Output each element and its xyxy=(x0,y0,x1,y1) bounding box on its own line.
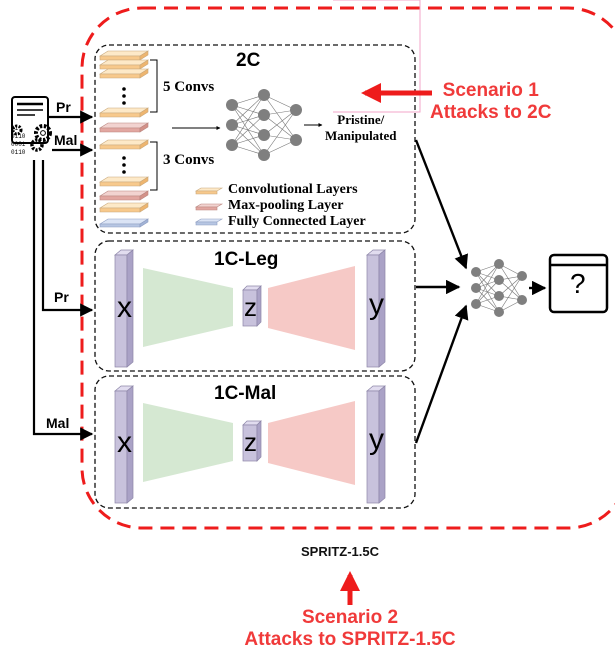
box-1c-mal-title: 1C-Mal xyxy=(214,383,277,404)
binary-line: 0110 xyxy=(11,149,26,156)
binary-line: 0001 xyxy=(11,141,26,148)
conv-stack-top xyxy=(98,50,150,133)
box-1c-leg xyxy=(94,240,416,372)
autoencoder-mal xyxy=(114,385,386,504)
scenario1-label: Scenario 1 Attacks to 2C xyxy=(430,80,551,124)
leg-y-label: y xyxy=(369,288,384,321)
legend-maxpool-label: Max-pooling Layer xyxy=(228,198,344,213)
scenario1-line: Scenario 1 xyxy=(442,80,539,101)
conv-group-2-label: 3 Convs xyxy=(163,152,215,168)
legend-fc-label: Fully Connected Layer xyxy=(228,214,366,229)
classifier-output-label: Pristine/ Manipulated xyxy=(325,112,397,144)
highlight-guide xyxy=(333,0,421,113)
output-line: Pristine/ xyxy=(337,112,385,127)
legend-conv-label: Convolutional Layers xyxy=(228,182,358,197)
binary-line: 01 xyxy=(11,125,19,132)
box-2c xyxy=(94,44,416,234)
legend-swatch-conv xyxy=(194,187,224,195)
mal-x-label: x xyxy=(117,426,132,459)
classifier-network-2c xyxy=(226,89,302,161)
legend-swatch-maxpool xyxy=(194,203,224,211)
ensemble-network xyxy=(471,259,527,317)
binary-code-text: 01 0110 0001 0110 xyxy=(11,125,25,157)
output-window-icon xyxy=(548,253,609,314)
scenario2-label: Scenario 2 Attacks to SPRITZ-1.5C xyxy=(205,607,495,651)
scenario2-line: Scenario 2 xyxy=(301,607,399,628)
scenario2-line: Attacks to SPRITZ-1.5C xyxy=(244,629,456,650)
conv-group-1-label: 5 Convs xyxy=(163,79,215,95)
leg-z-label: z xyxy=(244,292,257,322)
input-label-pr-top: Pr xyxy=(56,99,71,115)
input-label-mal-top: Mal xyxy=(54,132,78,148)
scenario1-line: Attacks to 2C xyxy=(430,102,552,123)
input-label-pr-leg: Pr xyxy=(54,289,69,305)
mal-z-label: z xyxy=(244,427,257,457)
mal-y-label: y xyxy=(369,423,384,456)
box-1c-mal xyxy=(94,375,416,509)
gear-icon xyxy=(11,124,52,152)
leg-x-label: x xyxy=(117,291,132,324)
legend-swatch-fc xyxy=(194,218,224,226)
autoencoder-leg xyxy=(114,249,386,368)
spritz-label: SPRITZ-1.5C xyxy=(301,544,380,559)
output-question-mark: ? xyxy=(570,268,586,299)
output-line: Manipulated xyxy=(325,128,397,143)
box-1c-leg-title: 1C-Leg xyxy=(214,249,279,270)
binary-line: 0110 xyxy=(11,133,26,140)
box-2c-title: 2C xyxy=(236,50,261,71)
conv-stack-bottom xyxy=(98,139,150,228)
input-label-mal-mal: Mal xyxy=(46,415,70,431)
